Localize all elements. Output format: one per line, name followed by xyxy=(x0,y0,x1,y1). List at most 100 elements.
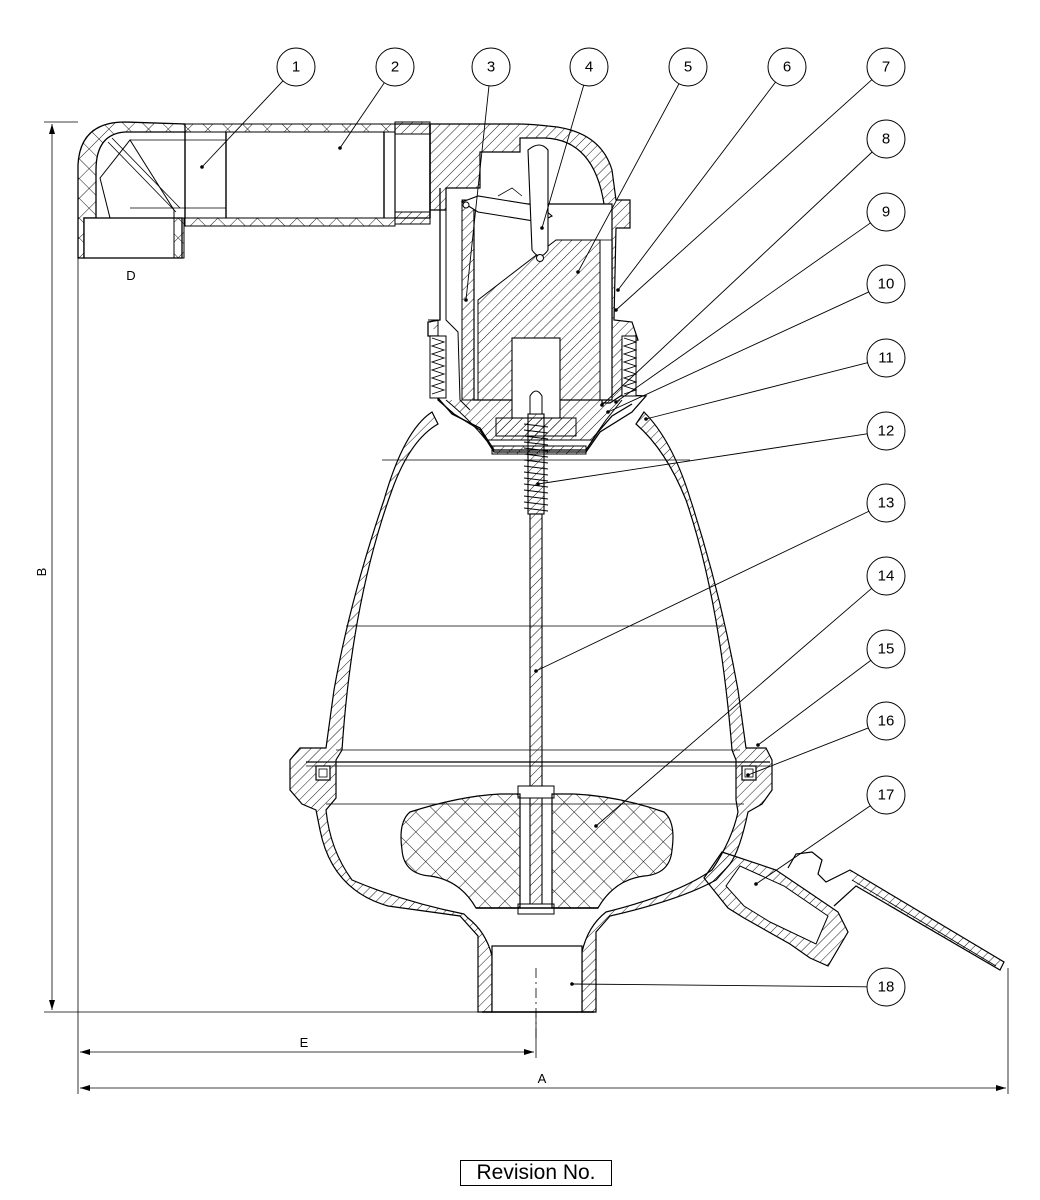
outlet-pipe xyxy=(130,123,396,227)
callout-number-15: 15 xyxy=(878,641,895,658)
callout-number-8: 8 xyxy=(882,131,890,148)
callout-leader-7 xyxy=(615,79,873,311)
callout-leader-2 xyxy=(339,82,385,149)
callout-leader-9 xyxy=(615,222,871,403)
callout-balloon-1 xyxy=(276,47,316,87)
callout-balloon-5 xyxy=(668,47,708,87)
callout-dot-3 xyxy=(464,298,468,302)
callout-balloon-17 xyxy=(866,775,906,815)
stem-spring-coil xyxy=(523,447,549,452)
stem-spring-coil xyxy=(523,477,549,482)
callout-dot-6 xyxy=(616,288,620,292)
dimension-lines xyxy=(44,121,1009,1094)
callout-balloon-7 xyxy=(866,47,906,87)
left-thread-coil xyxy=(430,337,446,395)
stem-spring-coil xyxy=(523,471,549,476)
stem-spring-coil xyxy=(523,507,549,512)
callout-balloon-13 xyxy=(866,483,906,523)
callout-number-1: 1 xyxy=(292,59,300,76)
callout-dot-14 xyxy=(594,824,598,828)
valve-head xyxy=(394,121,648,453)
callout-dot-16 xyxy=(746,773,750,777)
callout-leader-11 xyxy=(645,362,868,420)
stem-spring-coil xyxy=(523,423,549,428)
callout-leader-1 xyxy=(201,80,284,168)
callout-number-16: 16 xyxy=(878,713,895,730)
stem-spring-coil xyxy=(523,483,549,488)
callout-leader-15 xyxy=(757,660,872,746)
stem-spring-coil xyxy=(523,459,549,464)
callout-dot-13 xyxy=(534,669,538,673)
callout-leader-14 xyxy=(595,588,872,827)
callout-balloon-4 xyxy=(569,47,609,87)
callout-dot-8 xyxy=(600,403,604,407)
dimension-label-b: B xyxy=(34,568,49,577)
callout-leader-16 xyxy=(747,727,869,776)
callout-dot-9 xyxy=(614,400,618,404)
callout-balloon-15 xyxy=(866,629,906,669)
callout-number-7: 7 xyxy=(882,59,890,76)
stem-spring-coil xyxy=(523,489,549,494)
stem-spring-coil xyxy=(523,501,549,506)
callout-dot-5 xyxy=(576,270,580,274)
callout-leader-3 xyxy=(465,85,490,301)
stem-spring-coil xyxy=(523,453,549,458)
stem-spring-coil xyxy=(523,465,549,470)
outlet-elbow xyxy=(77,121,186,259)
float-ball xyxy=(400,793,674,909)
callout-number-6: 6 xyxy=(783,59,791,76)
callout-dot-2 xyxy=(338,146,342,150)
callout-dot-12 xyxy=(536,482,540,486)
callout-balloon-9 xyxy=(866,192,906,232)
callout-leader-18 xyxy=(571,983,868,988)
revision-label: Revision No. xyxy=(460,1160,612,1186)
callout-dot-17 xyxy=(754,882,758,886)
callout-dot-10 xyxy=(606,410,610,414)
callout-number-10: 10 xyxy=(878,276,895,293)
callout-leader-12 xyxy=(537,433,868,485)
callout-dot-4 xyxy=(540,226,544,230)
dimension-label-a: A xyxy=(538,1071,547,1086)
callout-balloon-12 xyxy=(866,411,906,451)
stem xyxy=(517,390,555,915)
callout-number-12: 12 xyxy=(878,423,895,440)
callout-leader-4 xyxy=(541,85,585,229)
callout-dot-7 xyxy=(614,308,618,312)
callout-balloon-8 xyxy=(866,119,906,159)
callout-balloon-16 xyxy=(866,701,906,741)
callout-balloon-2 xyxy=(375,47,415,87)
callout-number-5: 5 xyxy=(684,59,692,76)
stem-spring-coil xyxy=(523,495,549,500)
drain-valve xyxy=(703,851,1005,971)
callout-dot-18 xyxy=(570,982,574,986)
callout-number-4: 4 xyxy=(585,59,593,76)
callout-dot-15 xyxy=(756,743,760,747)
callout-number-2: 2 xyxy=(391,59,399,76)
stem-spring-coil xyxy=(523,435,549,440)
callout-number-13: 13 xyxy=(878,495,895,512)
callout-balloon-6 xyxy=(767,47,807,87)
stem-spring-coil xyxy=(523,441,549,446)
callout-leader-6 xyxy=(617,81,776,291)
callout-number-18: 18 xyxy=(878,979,895,996)
callout-number-3: 3 xyxy=(487,59,495,76)
callout-balloon-3 xyxy=(471,47,511,87)
dimension-label-d: D xyxy=(126,268,135,283)
callout-leader-5 xyxy=(577,83,680,273)
callout-number-11: 11 xyxy=(878,350,894,367)
stem-spring-coil xyxy=(523,429,549,434)
callout-leader-13 xyxy=(535,510,870,672)
dimension-label-e: E xyxy=(300,1035,309,1050)
callout-balloon-11 xyxy=(866,338,906,378)
callout-balloon-18 xyxy=(866,967,906,1007)
thread-springs xyxy=(430,337,638,395)
callout-leader-17 xyxy=(755,805,871,885)
callout-dot-11 xyxy=(644,417,648,421)
callout-leader-8 xyxy=(601,151,873,406)
callout-number-14: 14 xyxy=(878,568,895,585)
callout-leader-10 xyxy=(607,291,869,413)
callout-dot-1 xyxy=(200,165,204,169)
callout-balloon-10 xyxy=(866,264,906,304)
